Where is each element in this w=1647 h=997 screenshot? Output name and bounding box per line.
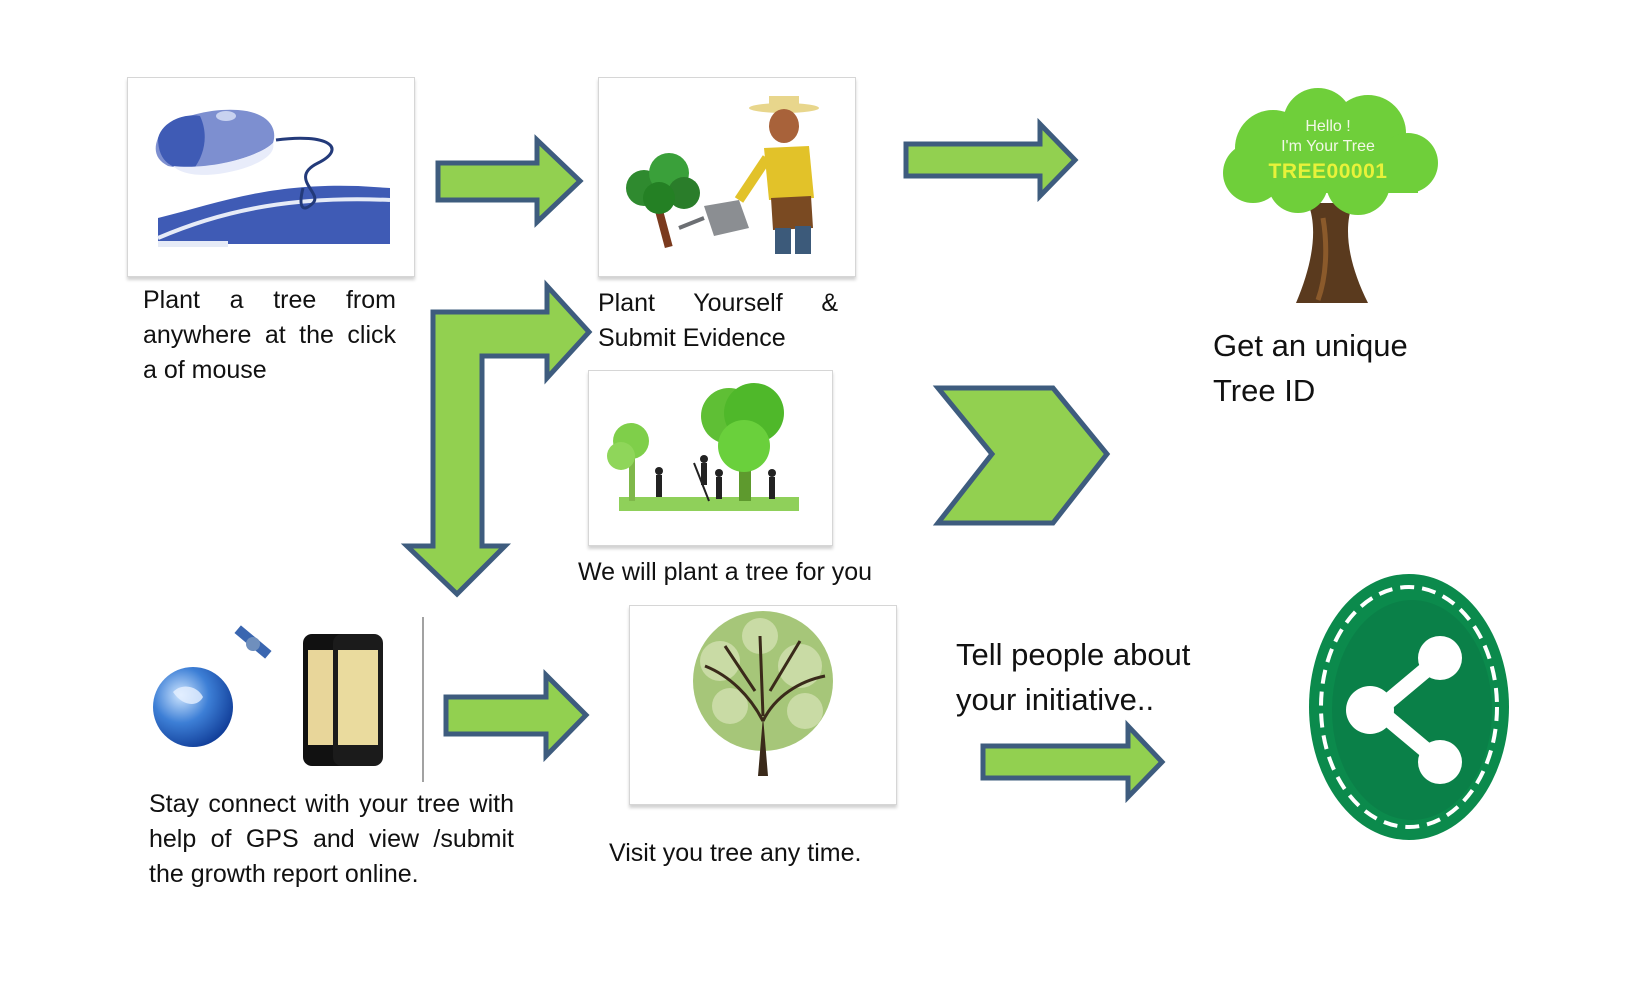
- tree-id-label: TREE00001: [1268, 160, 1388, 183]
- tree-id-caption: Get an unique Tree ID: [1213, 328, 1408, 408]
- arrow-right-4: [980, 719, 1166, 804]
- talking-tree-icon: [1223, 88, 1438, 303]
- chevron-right: [932, 385, 1111, 526]
- plant-online-caption: Plant a tree from anywhere at the click …: [143, 286, 396, 384]
- tree-id-illustration: Hello ! I'm Your Tree TREE00001: [1208, 88, 1448, 308]
- tell-people-caption: Tell people about your initiative..: [956, 637, 1191, 717]
- arrow-bent-split: [400, 279, 593, 598]
- we-plant-caption: We will plant a tree for you: [577, 558, 873, 586]
- gardener-watering-tree-icon: [626, 96, 819, 254]
- we-plant-card: [588, 370, 833, 546]
- bubble-line-2: I'm Your Tree: [1281, 138, 1375, 155]
- plant-online-card: [127, 77, 415, 277]
- share-icon: [1309, 574, 1509, 840]
- stay-connected-caption: Stay connect with your tree with help of…: [149, 790, 514, 888]
- plant-yourself-caption: Plant Yourself & Submit Evidence: [598, 289, 838, 352]
- stay-connected-illustration: [138, 612, 428, 782]
- plant-yourself-card: [598, 77, 856, 277]
- leafy-tree-icon: [693, 611, 833, 776]
- people-planting-trees-icon: [607, 383, 799, 511]
- gps-globe-phones-icon: [153, 617, 424, 782]
- arrow-right-2: [903, 117, 1079, 203]
- share-button[interactable]: [1308, 572, 1511, 842]
- arrow-right-1: [435, 134, 584, 228]
- computer-mouse-icon: [155, 109, 391, 247]
- visit-tree-caption: Visit you tree any time.: [609, 839, 862, 867]
- arrow-right-3: [443, 668, 590, 763]
- visit-tree-card: [629, 605, 897, 805]
- bubble-line-1: Hello !: [1305, 118, 1351, 135]
